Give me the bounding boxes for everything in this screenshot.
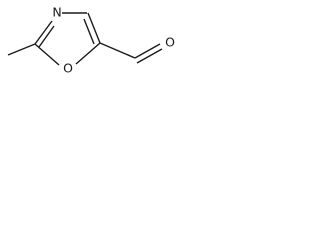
bond-c5-o1 bbox=[75, 42, 101, 65]
bond-cho-o-second bbox=[136, 48, 163, 64]
bond-c5-cho bbox=[99, 42, 136, 59]
atom-label-ring-oxygen: O bbox=[63, 61, 73, 76]
atom-label-ring-nitrogen: N bbox=[52, 5, 61, 20]
bonds bbox=[7, 12, 163, 66]
bond-c4-c5-second bbox=[83, 18, 95, 45]
atom-labels: N O O bbox=[52, 5, 175, 76]
bond-cho-o bbox=[134, 43, 161, 59]
atom-label-aldehyde-oxygen: O bbox=[165, 35, 175, 50]
bond-o1-c2 bbox=[34, 43, 60, 66]
bond-c2-n3 bbox=[34, 20, 53, 45]
bond-c4-c5 bbox=[87, 12, 101, 44]
chemical-structure-diagram: N O O bbox=[7, 5, 175, 76]
bond-methyl-c2 bbox=[7, 43, 36, 56]
bond-c2-n3-second bbox=[38, 25, 55, 48]
